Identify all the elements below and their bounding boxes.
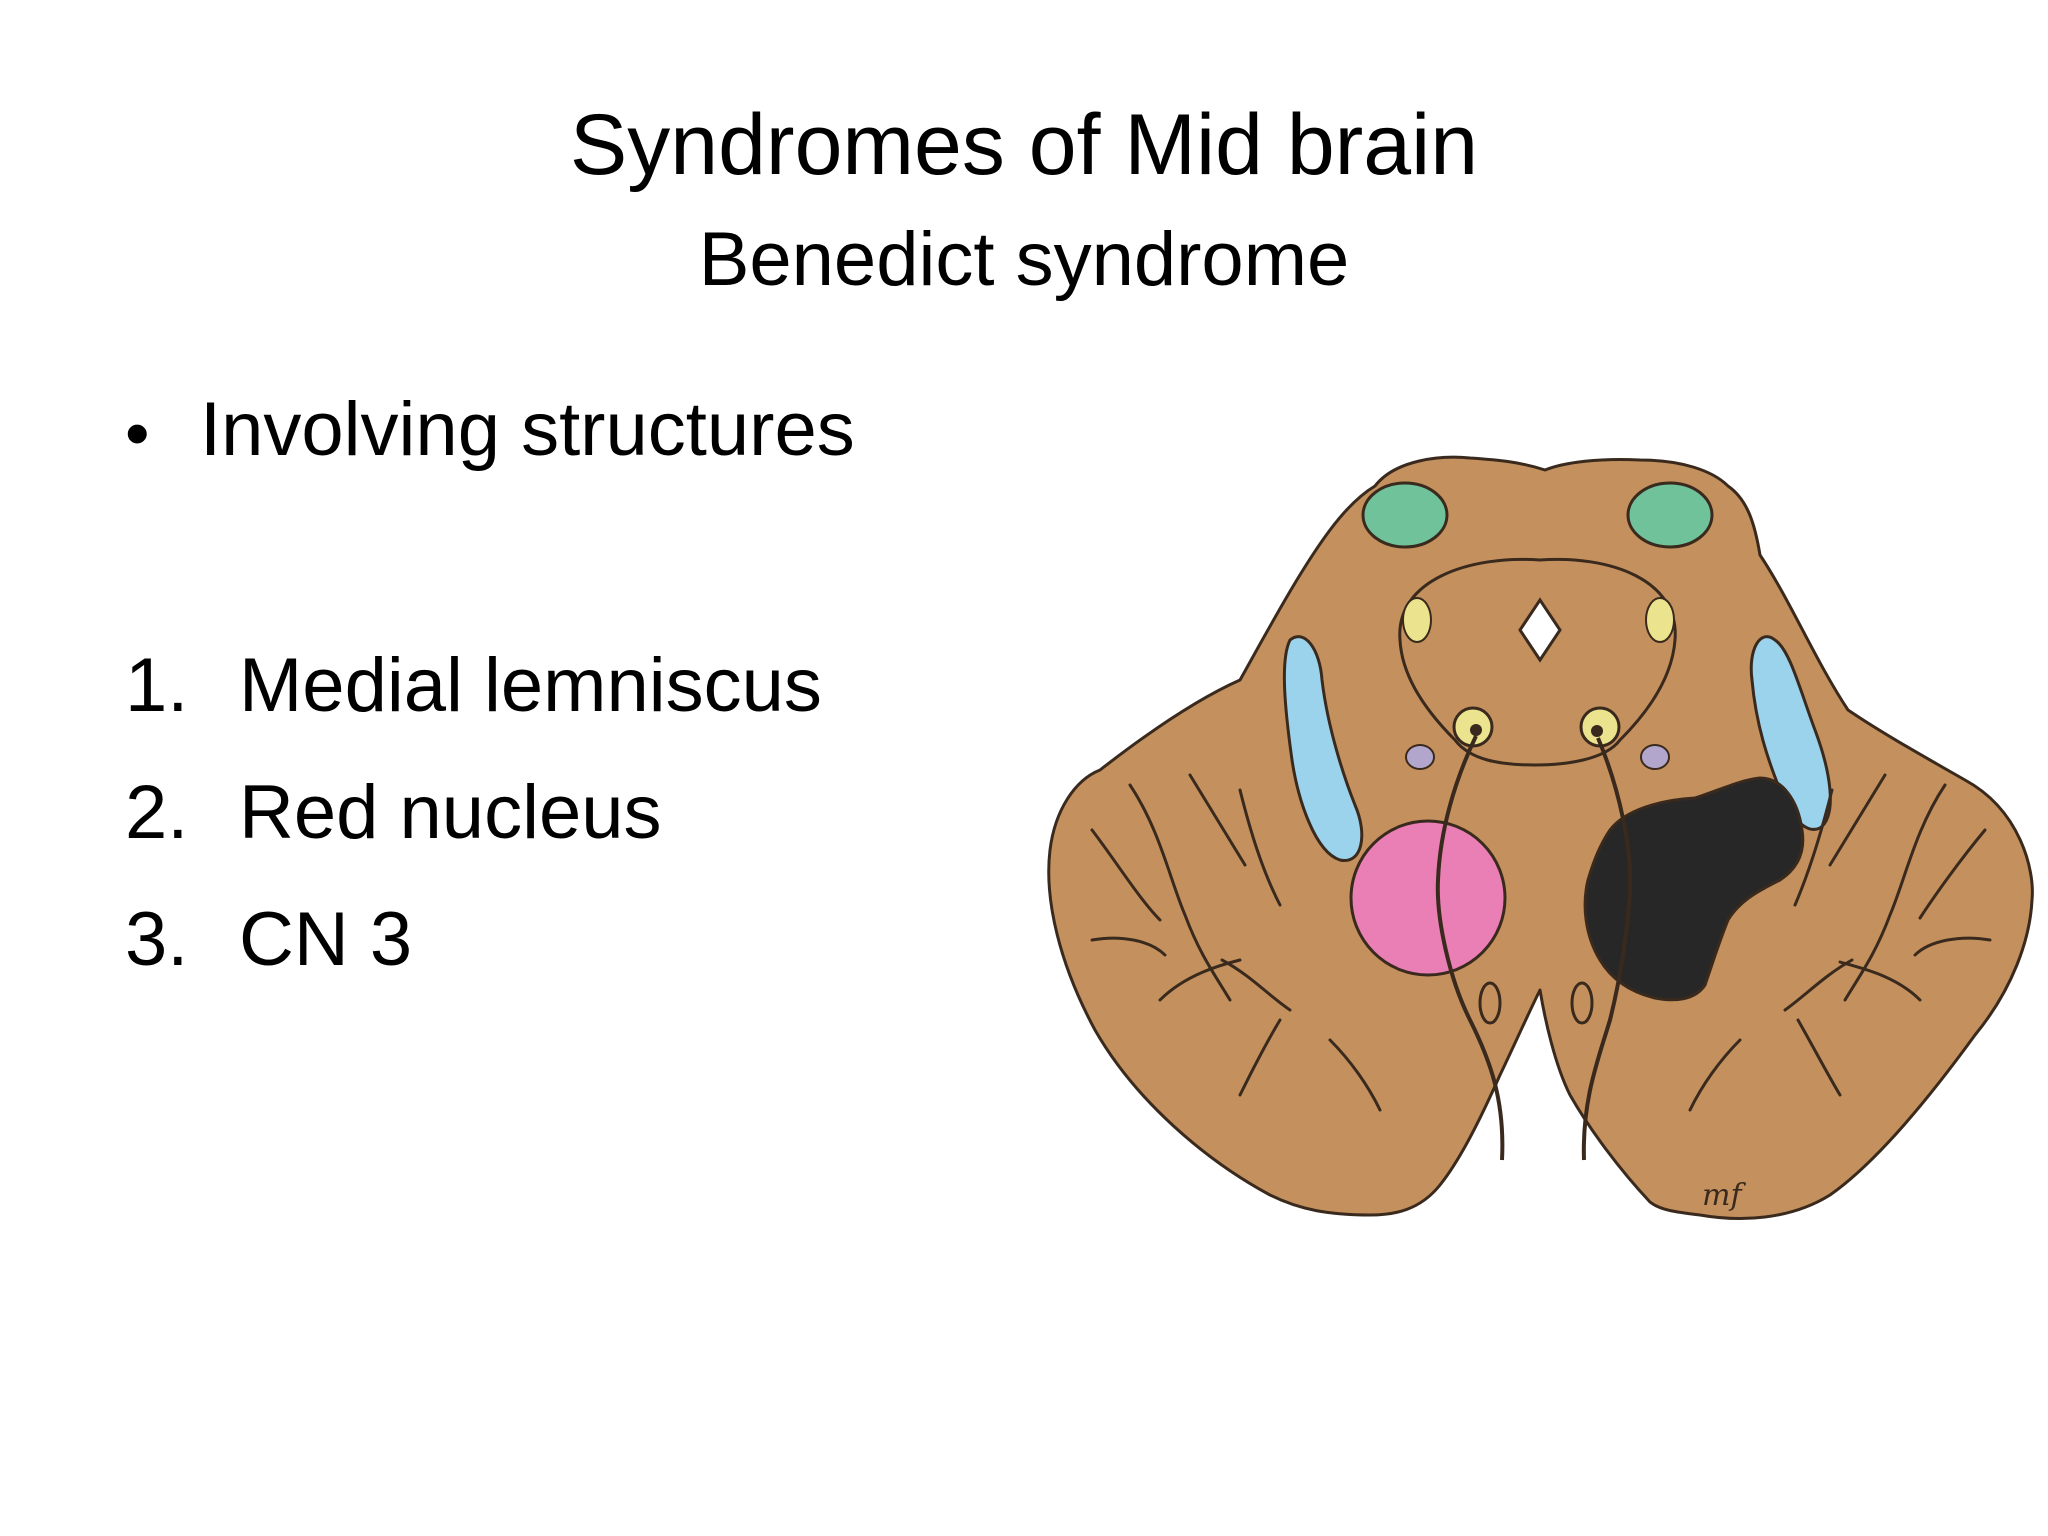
- list-item-text: Red nucleus: [239, 770, 662, 855]
- artist-signature: mf: [1702, 1178, 1746, 1213]
- cerebral-aqueduct: [1518, 597, 1562, 663]
- midbrain-outline: [1047, 455, 2034, 1220]
- list-item-text: CN 3: [239, 897, 413, 982]
- medial-lemniscus-right: [1749, 635, 1832, 831]
- list-item-number: 3.: [125, 897, 189, 982]
- slide-title: Syndromes of Mid brain: [569, 97, 1479, 193]
- list-item-text: Medial lemniscus: [239, 643, 822, 728]
- cn3-fiber-right: [1581, 737, 1633, 1161]
- cn3-fiber-left: [1435, 735, 1505, 1161]
- red-nucleus: [1349, 819, 1507, 977]
- list-item-number: 1.: [125, 643, 189, 728]
- periaqueductal-outline: [1398, 557, 1677, 767]
- crus-cerebri-right-lines: [1688, 773, 1992, 1112]
- crus-cerebri-left-lines: [1090, 773, 1382, 1112]
- superior-colliculus-right: [1626, 481, 1714, 549]
- lesion: [1583, 776, 1805, 1002]
- midbrain-cross-section-diagram: mf: [1047, 455, 2034, 1220]
- slide-subtitle: Benedict syndrome: [698, 217, 1350, 302]
- bullet-text: Involving structures: [200, 387, 855, 472]
- superior-colliculus-left: [1361, 481, 1449, 549]
- bullet-marker: •: [125, 394, 150, 472]
- list-item-number: 2.: [125, 770, 189, 855]
- medial-lemniscus-left: [1282, 635, 1364, 862]
